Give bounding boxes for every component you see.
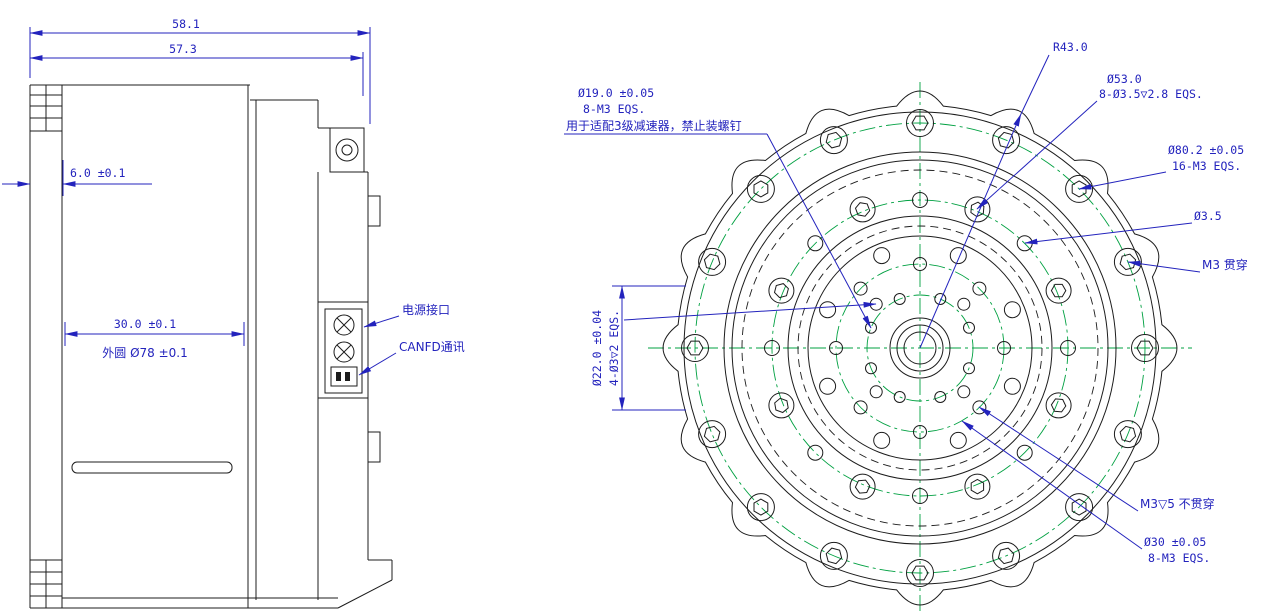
dim-outer-radius: R43.0 [1053,40,1088,54]
dim-group-total-width: 58.1 [29,17,371,124]
dim-body-width: 57.3 [169,42,197,56]
dim-group-flange-offset: 6.0 ±0.1 [2,160,152,196]
dim-hole-dia: Ø3.5 [1194,209,1222,223]
power-connector-icon [333,314,355,336]
front-view-dimensions: R43.0 Ø53.0 8-Ø3.5▽2.8 EQS. Ø19.0 ±0.05 … [564,40,1248,565]
dim-bc53-holes: 8-Ø3.5▽2.8 EQS. [1099,87,1203,101]
side-view-outline [29,84,393,609]
note-outer-diameter: 外圆 Ø78 ±0.1 [102,346,187,360]
dim-bc22: Ø22.0 ±0.04 [590,310,604,386]
note-m3-blind: M3▽5 不贯穿 [1140,496,1215,511]
dim-group-bc30: Ø30 ±0.05 8-M3 EQS. [961,420,1210,565]
dim-inner-depth: 30.0 ±0.1 [114,317,176,331]
label-power-connector: 电源接口 [402,302,450,317]
dim-bc19-holes: 8-M3 EQS. [583,102,645,116]
dim-group-inner-depth: 30.0 ±0.1 外圆 Ø78 ±0.1 [64,317,245,360]
dim-flange-offset: 6.0 ±0.1 [70,166,125,180]
dim-bc80-holes: 16-M3 EQS. [1172,159,1241,173]
dim-group-m3-through: M3 贯穿 [1127,257,1248,273]
dim-group-outer-radius: R43.0 [919,40,1088,349]
side-view: 58.1 57.3 6.0 ±0.1 30.0 ±0.1 外圆 Ø [2,17,465,609]
dim-bc19: Ø19.0 ±0.05 [578,86,654,100]
dim-group-m3-blind: M3▽5 不贯穿 [978,406,1215,512]
dim-total-width: 58.1 [172,17,200,31]
dim-group-bc53: Ø53.0 8-Ø3.5▽2.8 EQS. [976,72,1203,210]
dim-group-hole-dia: Ø3.5 [1024,209,1222,245]
dim-group-bc80: Ø80.2 ±0.05 16-M3 EQS. [1078,143,1244,190]
canfd-connector-icon [330,366,358,387]
dim-group-body-width: 57.3 [29,42,364,96]
dim-bc30: Ø30 ±0.05 [1144,535,1206,549]
label-group-canfd: CANFD通讯 [358,340,465,376]
dim-group-bc19: Ø19.0 ±0.05 8-M3 EQS. 用于适配3级减速器，禁止装螺钉 [564,86,872,329]
dim-group-bc22: Ø22.0 ±0.04 4-Ø3▽2 EQS. [590,285,877,411]
power-connector-icon [333,341,355,363]
dim-bc30-holes: 8-M3 EQS. [1148,551,1210,565]
dim-bc22-holes: 4-Ø3▽2 EQS. [607,310,621,386]
label-canfd: CANFD通讯 [399,340,465,354]
front-view-geometry [648,82,1192,612]
dim-bc53: Ø53.0 [1107,72,1142,86]
side-view-connector-block [317,301,369,399]
side-view-dimensions: 58.1 57.3 6.0 ±0.1 30.0 ±0.1 外圆 Ø [2,17,465,376]
front-view: R43.0 Ø53.0 8-Ø3.5▽2.8 EQS. Ø19.0 ±0.05 … [564,40,1248,612]
note-m3-through: M3 贯穿 [1202,257,1248,272]
label-group-power: 电源接口 [363,302,450,328]
dim-bc80: Ø80.2 ±0.05 [1168,143,1244,157]
side-slot [71,461,233,474]
note-bc19-usage: 用于适配3级减速器，禁止装螺钉 [566,119,742,133]
